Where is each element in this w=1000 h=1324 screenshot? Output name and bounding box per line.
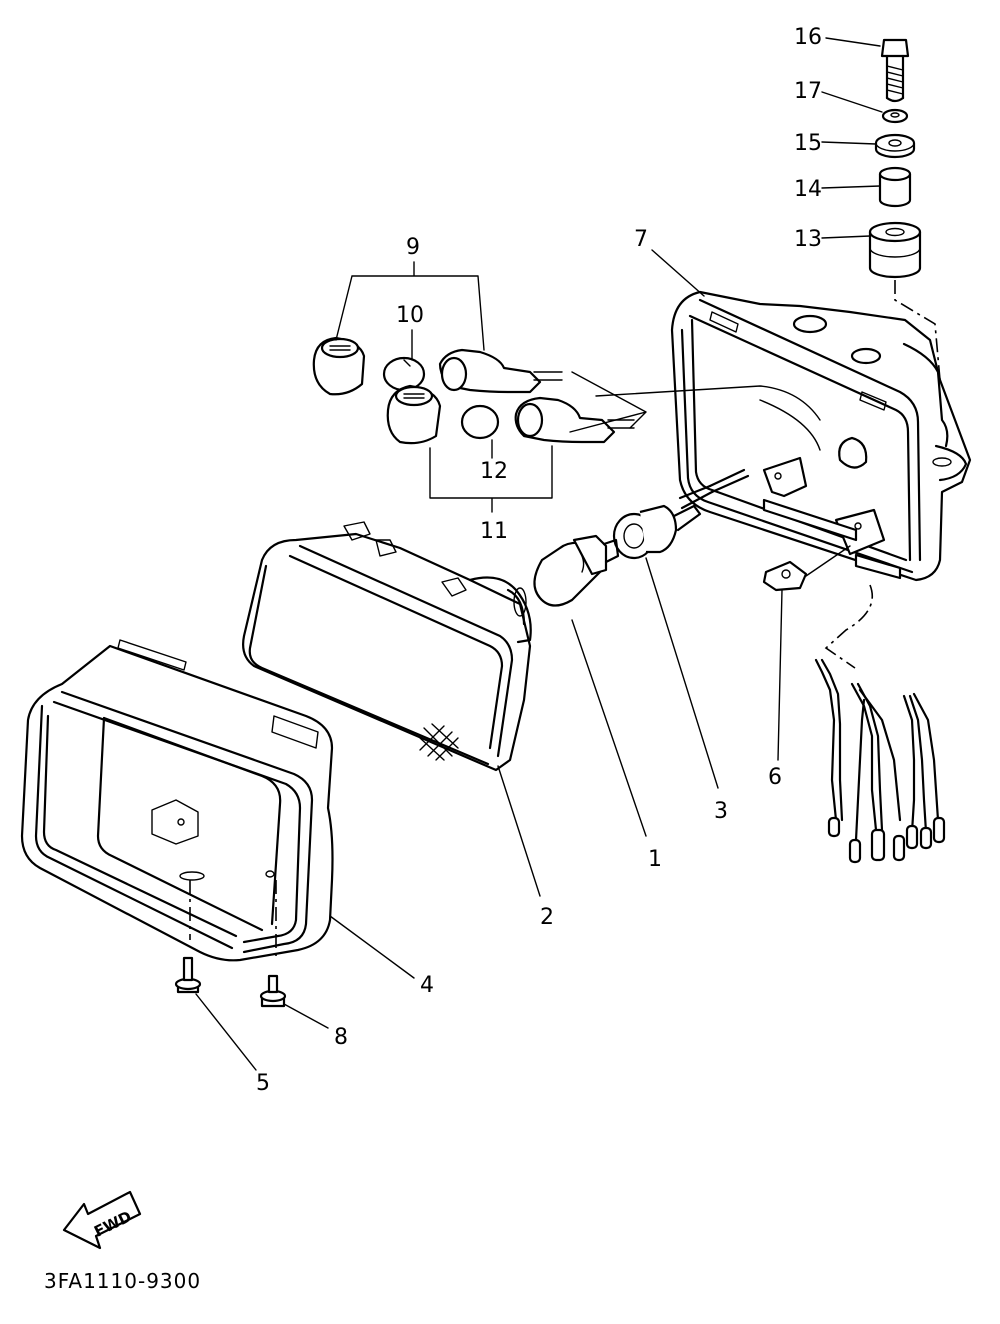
leader-17 — [821, 91, 883, 113]
leader-16 — [825, 37, 881, 47]
collar-14 — [878, 166, 912, 208]
callout-11: 11 — [480, 519, 508, 544]
leader-1 — [571, 619, 647, 837]
headlight-bulb-1 — [533, 534, 620, 607]
leader-6 — [777, 589, 783, 761]
wire-to-housing — [595, 385, 821, 421]
lens-unit-2 — [242, 521, 532, 772]
alignment-line — [894, 280, 941, 381]
leader-8 — [283, 1003, 329, 1029]
callout-5: 5 — [256, 1071, 270, 1096]
grommet-13 — [868, 221, 922, 279]
screw-8 — [259, 974, 287, 1008]
parking-light-upper — [312, 336, 563, 396]
leader-15 — [821, 141, 877, 145]
wiring-leads — [814, 658, 946, 864]
clip-nut-6 — [762, 560, 808, 592]
leader-plug — [569, 371, 647, 433]
rim-4 — [20, 639, 334, 962]
leader-7 — [651, 249, 705, 297]
leader-14 — [821, 185, 881, 189]
callout-13: 13 — [794, 227, 822, 252]
callout-3: 3 — [714, 799, 728, 824]
leader-5 — [195, 993, 257, 1071]
callout-4: 4 — [420, 973, 434, 998]
leader-3 — [645, 557, 719, 789]
socket-3 — [612, 468, 750, 560]
callout-15: 15 — [794, 131, 822, 156]
leader-4 — [329, 915, 415, 979]
spring-washer-17 — [881, 108, 909, 124]
callout-bracket-9 — [335, 261, 485, 351]
callout-9: 9 — [406, 235, 420, 260]
callout-10: 10 — [396, 303, 424, 328]
washer-15 — [874, 133, 916, 159]
leader-13 — [821, 235, 871, 239]
leader-6b — [805, 545, 851, 577]
callout-2: 2 — [540, 905, 554, 930]
callout-1: 1 — [648, 847, 662, 872]
callout-14: 14 — [794, 177, 822, 202]
callout-12: 12 — [480, 459, 508, 484]
bolt-16 — [880, 38, 910, 103]
fwd-arrow-icon: FWD — [62, 1190, 142, 1250]
leader-2 — [497, 765, 541, 897]
parking-light-lower — [386, 384, 635, 445]
callout-8: 8 — [334, 1025, 348, 1050]
callout-6: 6 — [768, 765, 782, 790]
callout-bracket-11 — [429, 445, 553, 513]
callout-7: 7 — [634, 227, 648, 252]
screw-5 — [174, 956, 202, 994]
callout-16: 16 — [794, 25, 822, 50]
headlight-housing-7 — [670, 290, 972, 582]
alignment-line — [824, 584, 874, 669]
diagram-code: 3FA1110-9300 — [44, 1269, 201, 1293]
callout-17: 17 — [794, 79, 822, 104]
